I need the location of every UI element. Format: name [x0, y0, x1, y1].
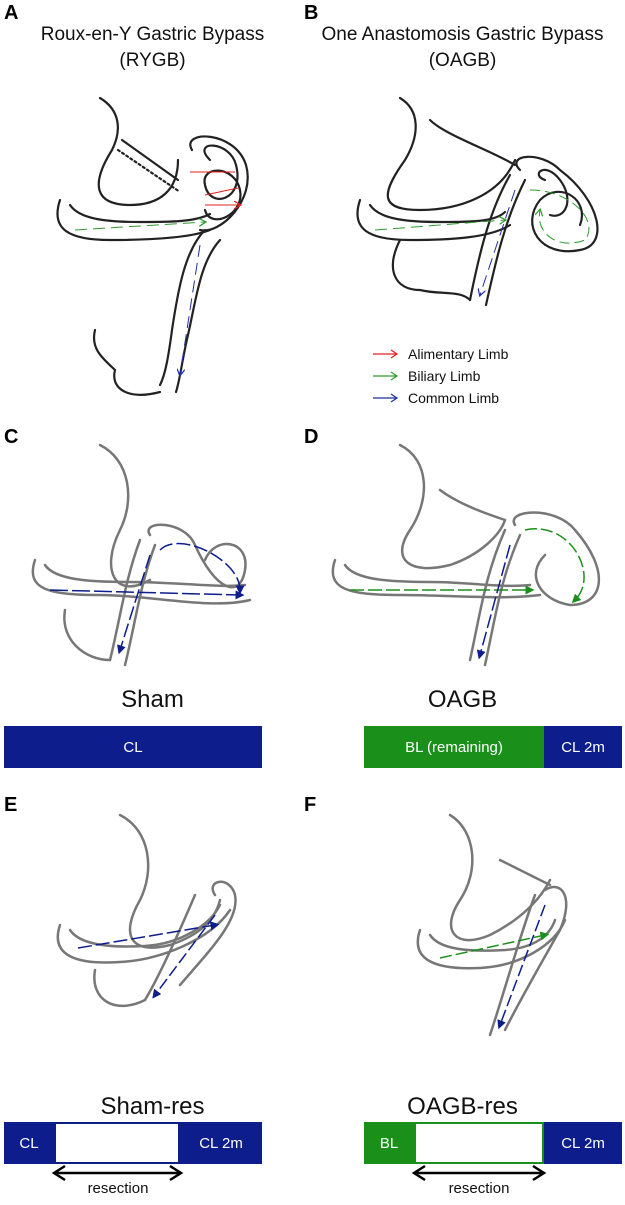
oagb-sham-arrows	[350, 528, 585, 660]
oagb-sham-diagram	[331, 443, 600, 667]
blue-arrow-icon	[373, 393, 399, 403]
bar-segment-resected	[414, 1122, 544, 1164]
panel-letter-e: E	[4, 794, 18, 816]
bar-segment-cl: CL	[4, 1122, 54, 1164]
bar-segment-bl: BL	[364, 1122, 414, 1164]
panel-b-title-line2: (OAGB)	[428, 50, 497, 71]
resection-arrow-f	[411, 1164, 547, 1182]
sham-res-label: Sham-res	[100, 1093, 205, 1120]
legend-biliary: Biliary Limb	[372, 365, 508, 387]
oagb-res-limb-bar: BL CL 2m	[364, 1122, 622, 1164]
sham-arrows	[49, 542, 245, 655]
panel-letter-c: C	[4, 426, 19, 448]
resection-arrow-e	[51, 1164, 184, 1182]
oagb-arrows	[374, 189, 590, 295]
sham-res-diagram	[56, 813, 237, 1008]
bar-segment-cl: CL	[4, 726, 262, 768]
oagb-res-label: OAGB-res	[407, 1093, 518, 1120]
panel-a-title-line2: (RYGB)	[119, 50, 186, 71]
oagb-limb-bar: BL (remaining) CL 2m	[364, 726, 622, 768]
rygb-diagram	[56, 96, 249, 396]
resection-label-e: resection	[87, 1180, 149, 1197]
panel-letter-a: A	[4, 2, 19, 24]
panel-letter-b: B	[304, 2, 319, 24]
limb-legend: Alimentary Limb Biliary Limb Common Limb	[372, 343, 508, 409]
bar-segment-cl-2m: CL 2m	[544, 1122, 622, 1164]
sham-diagram	[31, 443, 252, 667]
sham-label: Sham	[121, 686, 184, 713]
bar-segment-cl-2m: CL 2m	[544, 726, 622, 768]
panel-b-title-line1: One Anastomosis Gastric Bypass	[321, 24, 604, 45]
resection-label-f: resection	[448, 1180, 510, 1197]
panel-a-title-line1: Roux-en-Y Gastric Bypass	[40, 24, 265, 45]
bar-segment-bl-remaining: BL (remaining)	[364, 726, 544, 768]
sham-res-arrows	[77, 914, 220, 999]
oagb-res-diagram	[416, 813, 568, 1037]
legend-label-common: Common Limb	[408, 390, 500, 406]
sham-limb-bar: CL	[4, 726, 262, 768]
panel-letter-f: F	[304, 794, 317, 816]
legend-label-biliary: Biliary Limb	[408, 368, 481, 384]
oagb-label: OAGB	[427, 686, 498, 713]
legend-label-alimentary: Alimentary Limb	[408, 346, 509, 362]
legend-alimentary: Alimentary Limb	[372, 343, 508, 365]
red-arrow-icon	[373, 349, 399, 359]
sham-res-limb-bar: CL CL 2m	[4, 1122, 262, 1164]
panel-letter-d: D	[304, 426, 319, 448]
bar-segment-cl-2m: CL 2m	[180, 1122, 262, 1164]
panel-b-title: One Anastomosis Gastric Bypass (OAGB)	[300, 22, 625, 74]
bar-segment-resected	[54, 1122, 180, 1164]
oagb-diagram	[356, 96, 599, 307]
green-arrow-icon	[373, 371, 399, 381]
oagb-res-arrows	[439, 904, 550, 1030]
legend-common: Common Limb	[372, 387, 508, 409]
rygb-arrows	[74, 171, 240, 375]
panel-a-title: Roux-en-Y Gastric Bypass (RYGB)	[0, 22, 305, 74]
